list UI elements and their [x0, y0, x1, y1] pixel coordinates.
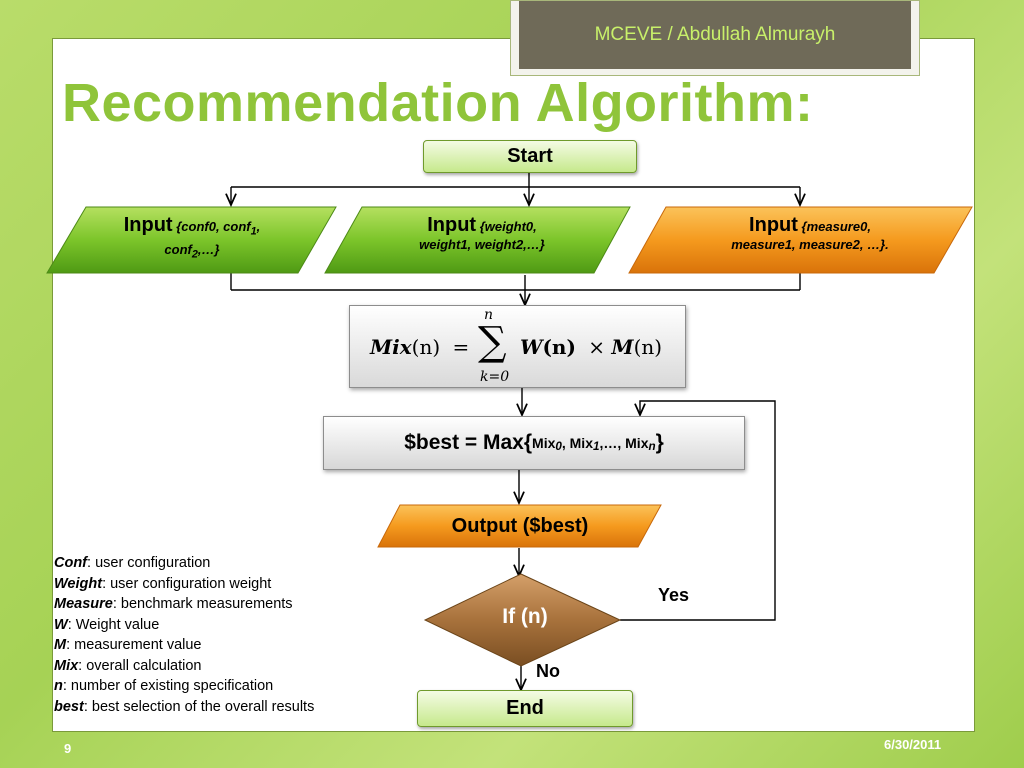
end-label: End: [506, 697, 544, 719]
input-weight-shape: [324, 206, 631, 274]
legend-item: W: Weight value: [54, 616, 160, 633]
end-node: End: [417, 690, 633, 727]
formula-box: Mix(n) = n ∑ k=0 W(n) × M(n): [349, 305, 686, 388]
input-measure-label: Input {measure0, measure1, measure2, …}.: [731, 214, 889, 252]
formula-lhs: Mix(n) =: [370, 335, 470, 359]
output-shape: [377, 504, 662, 548]
decision-shape: [423, 573, 622, 667]
input-conf-label: Input {conf0, conf1, conf2,…}: [123, 214, 261, 261]
legend-item: Conf: user configuration: [54, 555, 211, 571]
output-label: Output ($best): [451, 514, 589, 537]
no-label: No: [536, 661, 560, 681]
legend-item: n: number of existing specification: [54, 678, 274, 694]
author-label: MCEVE / Abdullah Almurayh: [519, 1, 911, 69]
legend-item: Weight: user configuration weight: [54, 575, 272, 592]
legend-item: best: best selection of the overall resu…: [54, 698, 315, 715]
legend-item: Mix: overall calculation: [54, 657, 202, 674]
formula-rhs: W(n) × M(n): [520, 335, 663, 359]
slide-date: 6/30/2011: [884, 737, 942, 752]
sum-upper-limit: n: [484, 307, 494, 323]
legend-item: M: measurement value: [54, 637, 202, 653]
legend: Conf: user configuration Weight: user co…: [54, 553, 314, 717]
input-weight-label: Input {weight0, weight1, weight2,…}: [419, 214, 545, 252]
input-measure-shape: [628, 206, 973, 274]
input-conf-shape: [46, 206, 337, 274]
sum-lower-limit: k=0: [480, 369, 510, 385]
legend-item: Measure: benchmark measurements: [54, 596, 293, 612]
author-box: MCEVE / Abdullah Almurayh: [510, 0, 920, 76]
page-number: 9: [64, 741, 72, 756]
start-node: Start: [423, 140, 637, 173]
sum-symbol: ∑: [478, 319, 507, 365]
start-label: Start: [507, 145, 553, 167]
yes-label: Yes: [658, 585, 690, 605]
decision-label: If (n): [502, 605, 548, 628]
connector-yes-loop: [620, 400, 776, 621]
slide-title: Recommendation Algorithm:: [62, 73, 814, 133]
